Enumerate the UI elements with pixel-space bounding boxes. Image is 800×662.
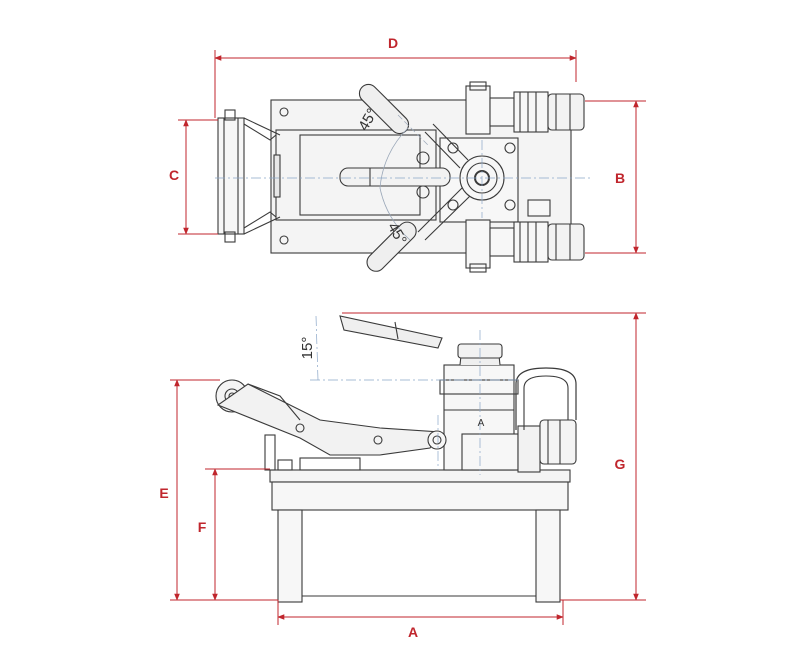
side-leg-right [535,509,561,603]
dimension-e-label: E [159,485,168,501]
top-centerlines [215,140,590,218]
angle-side-label: 15° [299,337,316,360]
dimension-g-label: G [615,456,626,472]
side-leg-left [277,509,303,603]
side-view [215,315,577,603]
dimension-f-label: F [198,519,207,535]
top-handle-upper [358,83,469,169]
side-handle [339,315,503,359]
part-a-label: A [478,418,485,429]
top-coupler-upper [465,81,585,135]
top-coupler-lower [465,199,585,273]
dimension-c-label: C [169,167,179,183]
top-pedal-roller [217,109,281,243]
dimension-lines [170,50,646,625]
dimension-b-label: B [615,170,625,186]
dimension-d-label: D [388,35,398,51]
side-pedal [215,379,447,456]
top-view [217,81,585,273]
side-coupler [461,367,577,473]
dimension-a-label: A [408,624,418,640]
side-centerlines [310,315,520,475]
